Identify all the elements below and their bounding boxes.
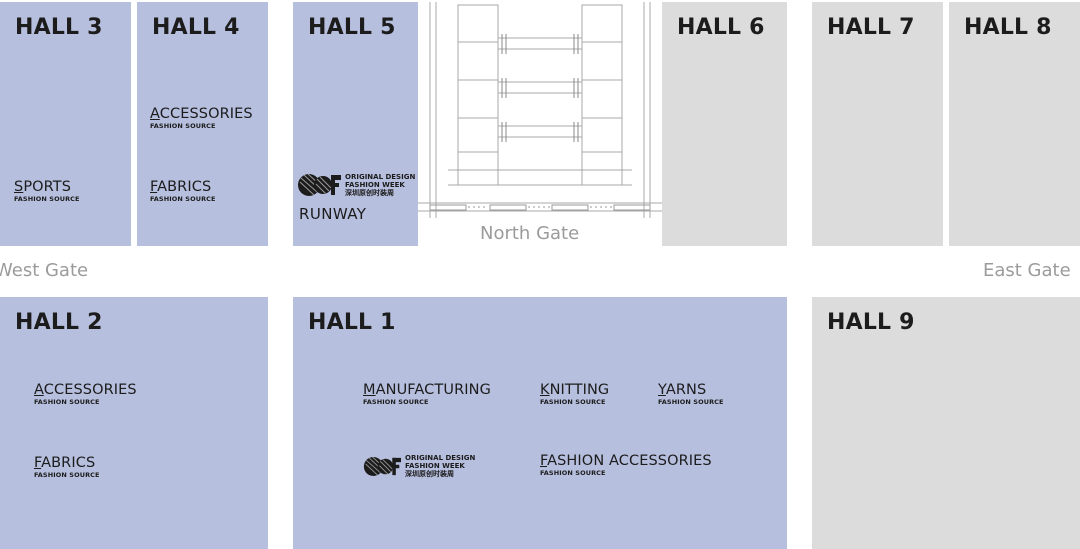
hall-1[interactable]: HALL 1 MANUFACTURING FASHION SOURCE KNIT…	[293, 297, 787, 549]
odfw-logo-text: ORIGINAL DESIGN FASHION WEEK 深圳原创时装周	[345, 173, 415, 197]
hall-3[interactable]: HALL 3 SPORTS FASHION SOURCE	[0, 2, 131, 246]
hall-4-title: HALL 4	[152, 15, 240, 40]
west-gate-label: West Gate	[0, 260, 89, 281]
category-accessories[interactable]: ACCESSORIES FASHION SOURCE	[150, 106, 253, 131]
category-sub: FASHION SOURCE	[34, 398, 100, 406]
odfw-line-3: 深圳原创时装周	[405, 470, 454, 478]
east-gate-label: East Gate	[983, 260, 1071, 281]
odfw-line-2: FASHION WEEK	[405, 462, 465, 470]
category-name: ACCESSORIES	[34, 382, 137, 398]
category-sub: FASHION SOURCE	[14, 195, 80, 203]
hall-6: HALL 6	[662, 2, 787, 246]
hall-8-title: HALL 8	[964, 15, 1052, 40]
category-accessories[interactable]: ACCESSORIES FASHION SOURCE	[34, 382, 137, 407]
category-name: MANUFACTURING	[363, 382, 491, 398]
hall-9-title: HALL 9	[827, 310, 915, 335]
hall-6-title: HALL 6	[677, 15, 765, 40]
category-name: ACCESSORIES	[150, 106, 253, 122]
runway-label[interactable]: RUNWAY	[299, 205, 367, 223]
odfw-line-3: 深圳原创时装周	[345, 189, 394, 197]
odfw-logo-text: ORIGINAL DESIGN FASHION WEEK 深圳原创时装周	[405, 454, 475, 478]
north-gate-structure-icon	[418, 2, 662, 218]
category-sub: FASHION SOURCE	[540, 469, 606, 477]
hall-5-title: HALL 5	[308, 15, 396, 40]
hall-7: HALL 7	[812, 2, 943, 246]
odfw-line-1: ORIGINAL DESIGN	[345, 173, 416, 181]
category-fashion-accessories[interactable]: FASHION ACCESSORIES FASHION SOURCE	[540, 453, 712, 478]
odfw-line-1: ORIGINAL DESIGN	[405, 454, 476, 462]
category-name: FABRICS	[34, 455, 96, 471]
hall-2[interactable]: HALL 2 ACCESSORIES FASHION SOURCE FABRIC…	[0, 297, 268, 549]
hall-5[interactable]: HALL 5 ORIGINAL DESIGN FASHION WEEK 深圳原创…	[293, 2, 418, 246]
category-name: FASHION ACCESSORIES	[540, 453, 712, 469]
hall-7-title: HALL 7	[827, 15, 915, 40]
category-sub: FASHION SOURCE	[658, 398, 724, 406]
odfw-logo[interactable]: ORIGINAL DESIGN FASHION WEEK 深圳原创时装周	[297, 172, 415, 198]
category-name: FABRICS	[150, 179, 212, 195]
category-knitting[interactable]: KNITTING FASHION SOURCE	[540, 382, 609, 407]
category-name: SPORTS	[14, 179, 72, 195]
category-name: KNITTING	[540, 382, 610, 398]
hall-2-title: HALL 2	[15, 310, 103, 335]
category-sports[interactable]: SPORTS FASHION SOURCE	[14, 179, 80, 204]
category-yarns[interactable]: YARNS FASHION SOURCE	[658, 382, 724, 407]
category-sub: FASHION SOURCE	[540, 398, 606, 406]
hall-9: HALL 9	[812, 297, 1080, 549]
hall-8: HALL 8	[949, 2, 1080, 246]
category-fabrics[interactable]: FABRICS FASHION SOURCE	[34, 455, 100, 480]
category-sub: FASHION SOURCE	[34, 471, 100, 479]
category-manufacturing[interactable]: MANUFACTURING FASHION SOURCE	[363, 382, 491, 407]
category-sub: FASHION SOURCE	[150, 122, 216, 130]
category-fabrics[interactable]: FABRICS FASHION SOURCE	[150, 179, 216, 204]
category-sub: FASHION SOURCE	[150, 195, 216, 203]
odfw-logo[interactable]: ORIGINAL DESIGN FASHION WEEK 深圳原创时装周	[363, 454, 475, 478]
odfw-logo-icon	[363, 456, 401, 476]
north-gate-label: North Gate	[480, 223, 580, 244]
hall-3-title: HALL 3	[15, 15, 103, 40]
odfw-line-2: FASHION WEEK	[345, 181, 405, 189]
hall-1-title: HALL 1	[308, 310, 396, 335]
category-name: YARNS	[658, 382, 707, 398]
hall-4[interactable]: HALL 4 ACCESSORIES FASHION SOURCE FABRIC…	[137, 2, 268, 246]
category-sub: FASHION SOURCE	[363, 398, 429, 406]
odfw-logo-icon	[298, 173, 341, 196]
